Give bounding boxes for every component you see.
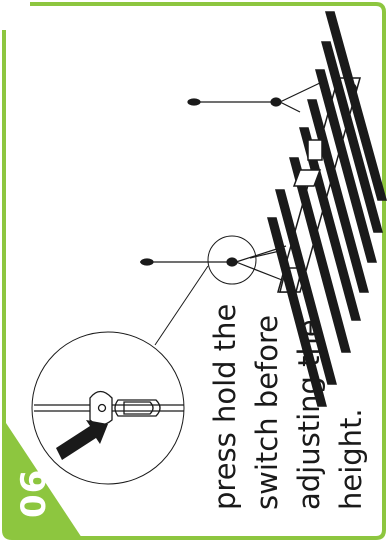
instruction-line-2: switch before xyxy=(250,314,284,510)
instruction-line-1: press hold the xyxy=(208,303,242,510)
instruction-line-3: adjusting the xyxy=(292,319,326,510)
light-bars xyxy=(267,11,387,407)
arrow-icon xyxy=(56,420,108,460)
bottom-hanger-hook xyxy=(140,258,154,266)
fixture-cross-bar xyxy=(292,169,322,187)
rope-ratchet-icon xyxy=(34,390,184,426)
top-hanger-hook xyxy=(187,98,201,106)
bar-outlines xyxy=(279,11,383,385)
driver-box xyxy=(307,139,323,161)
fixture-knob xyxy=(347,83,357,93)
instruction-line-4: height. xyxy=(334,408,368,510)
top-ratchet xyxy=(270,97,282,107)
step-badge xyxy=(4,420,82,538)
step-number: 06 xyxy=(14,468,54,518)
zoom-small-circle xyxy=(207,235,257,285)
bottom-ratchet xyxy=(226,257,238,267)
led-grow-light-icon xyxy=(267,11,387,407)
